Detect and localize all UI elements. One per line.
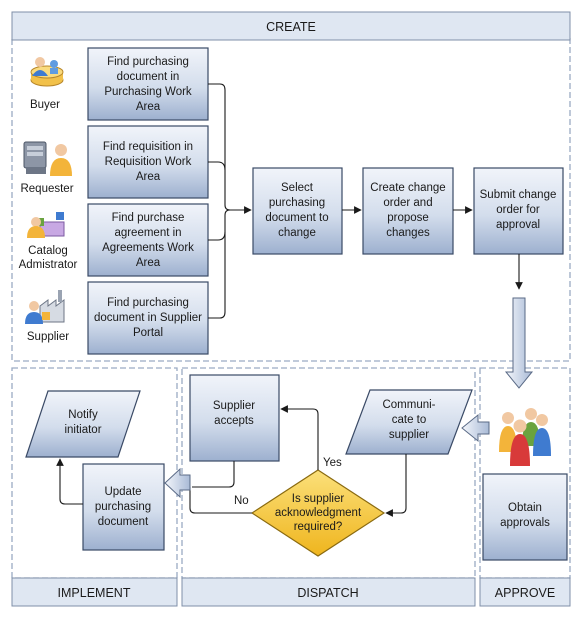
supplier-accepts-connector <box>192 461 235 488</box>
create-change-line3: propose <box>387 212 429 224</box>
communicate-to-decision-arrow <box>385 454 407 517</box>
find-purchasing-line2: document in <box>117 71 180 83</box>
update-line2: purchasing <box>95 501 151 513</box>
find-agreement-line1: Find purchase <box>112 212 185 224</box>
implement-section-header: IMPLEMENT <box>11 577 178 607</box>
create-change-line1: Create change <box>370 182 445 194</box>
find-portal-line2: document in Supplier <box>94 312 202 324</box>
submit-change-order-step: Submit change order for approval <box>473 167 564 255</box>
find-agreement-line4: Area <box>136 257 161 269</box>
find-purchasing-line4: Area <box>136 101 161 113</box>
communicate-line3: supplier <box>389 429 429 441</box>
catalog-admin-label-line1: Catalog <box>28 245 68 257</box>
find-purchase-agreement-box: Find purchase agreement in Agreements Wo… <box>87 203 209 277</box>
catalog-admin-label-line2: Admistrator <box>19 259 78 271</box>
dispatch-section-header: DISPATCH <box>181 577 476 607</box>
submit-line2: order for <box>496 204 540 216</box>
submit-line3: approval <box>496 219 540 231</box>
approve-to-dispatch-block-arrow <box>461 413 490 443</box>
select-line1: Select <box>281 182 314 194</box>
buyer-label: Buyer <box>30 99 60 111</box>
supplier-accepts-line2: accepts <box>214 415 254 427</box>
notify-line2: initiator <box>64 424 101 436</box>
notify-line1: Notify <box>68 409 98 421</box>
dispatch-to-implement-block-arrow <box>164 467 191 499</box>
find-to-select-connectors <box>208 83 252 319</box>
find-requisition-box: Find requisition in Requisition Work Are… <box>87 125 209 199</box>
supplier-accepts-step: Supplier accepts <box>189 374 280 462</box>
catalog-administrator-icon <box>27 212 65 238</box>
communicate-line2: cate to <box>392 414 427 426</box>
find-requisition-line2: Requisition Work <box>105 156 192 168</box>
update-line1: Update <box>104 486 141 498</box>
find-requisition-line1: Find requisition in <box>103 141 193 153</box>
create-section-header: CREATE <box>11 11 571 41</box>
no-label: No <box>234 495 249 507</box>
create-change-order-step: Create change order and propose changes <box>362 167 454 255</box>
select-document-step: Select purchasing document to change <box>252 167 343 255</box>
notify-initiator-step: Notify initiator <box>25 390 141 458</box>
create-section-label: CREATE <box>266 20 316 34</box>
communicate-line1: Communi- <box>382 399 435 411</box>
find-purchasing-line1: Find purchasing <box>107 56 189 68</box>
supplier-accepts-line1: Supplier <box>213 400 255 412</box>
select-line2: purchasing <box>269 197 325 209</box>
supplier-label: Supplier <box>27 331 69 343</box>
communicate-to-supplier-step: Communi- cate to supplier <box>345 389 473 455</box>
decision-line1: Is supplier <box>292 493 345 505</box>
find-portal-line3: Portal <box>133 327 163 339</box>
create-to-approve-block-arrow <box>504 297 534 389</box>
obtain-line1: Obtain <box>508 502 542 514</box>
create-change-line4: changes <box>386 227 430 239</box>
dispatch-section-label: DISPATCH <box>297 586 358 600</box>
update-purchasing-document-step: Update purchasing document <box>82 463 165 551</box>
select-line4: change <box>278 227 316 239</box>
find-purchasing-document-box: Find purchasing document in Purchasing W… <box>87 47 209 121</box>
find-purchasing-line3: Purchasing Work <box>104 86 192 98</box>
find-agreement-line3: Agreements Work <box>102 242 194 254</box>
supplier-acknowledgment-decision: Is supplier acknowledgment required? <box>250 469 386 557</box>
obtain-approvals-step: Obtain approvals <box>482 473 568 561</box>
decision-line2: acknowledgment <box>275 507 362 519</box>
implement-section-label: IMPLEMENT <box>58 586 131 600</box>
find-agreement-line2: agreement in <box>114 227 181 239</box>
submit-line1: Submit change <box>480 189 557 201</box>
find-portal-line1: Find purchasing <box>107 297 189 309</box>
approve-section-label: APPROVE <box>495 586 555 600</box>
decision-yes-arrow <box>280 405 319 470</box>
decision-line3: required? <box>294 521 343 533</box>
find-supplier-portal-box: Find purchasing document in Supplier Por… <box>87 281 209 355</box>
yes-label: Yes <box>323 457 342 469</box>
create-change-line2: order and <box>383 197 432 209</box>
decision-no-connector <box>189 487 252 514</box>
update-line3: document <box>98 516 149 528</box>
requester-computer-person-icon <box>23 141 72 176</box>
buyer-person-icon <box>30 57 64 87</box>
obtain-line2: approvals <box>500 517 550 529</box>
supplier-factory-icon <box>25 290 65 324</box>
update-to-notify-arrow <box>56 458 83 505</box>
approve-section-header: APPROVE <box>479 577 571 607</box>
requester-label: Requester <box>20 183 73 195</box>
select-line3: document to <box>265 212 328 224</box>
group-of-people-icon <box>499 408 551 466</box>
find-requisition-line3: Area <box>136 171 161 183</box>
